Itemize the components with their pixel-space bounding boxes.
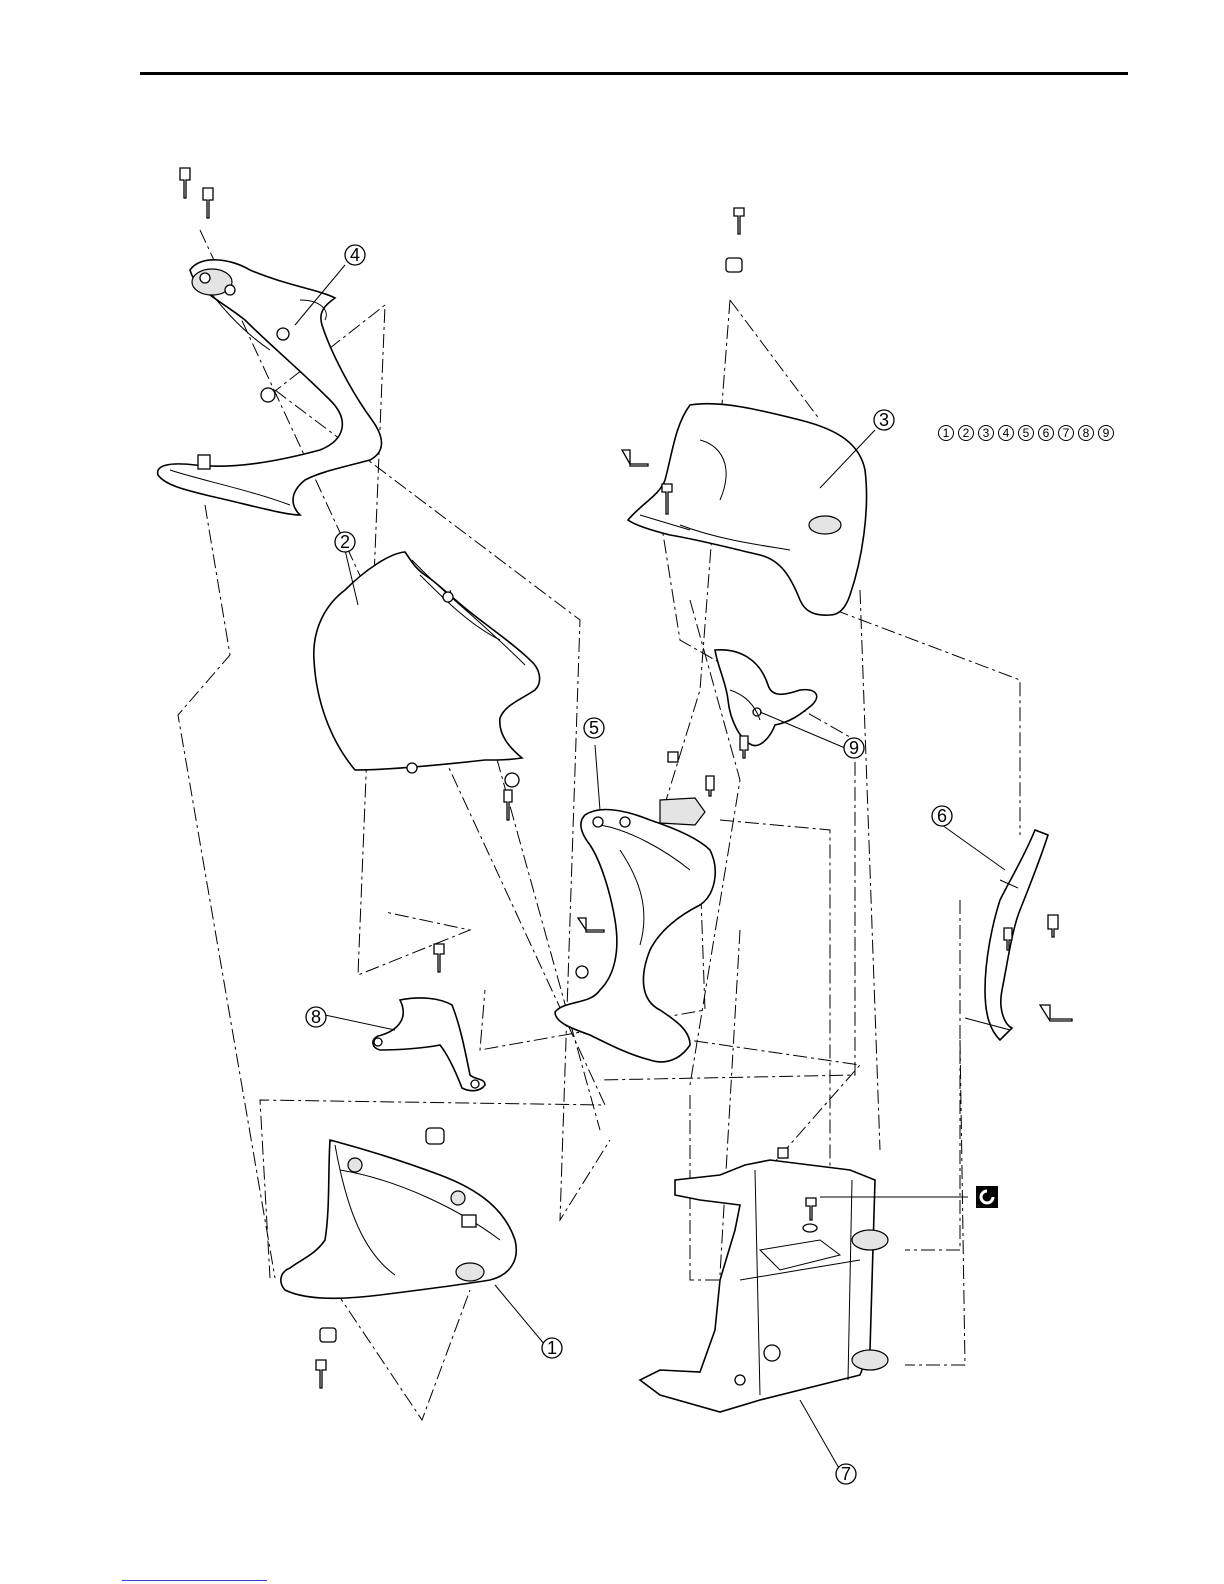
callout-6: 6 (932, 806, 952, 826)
svg-text:4: 4 (350, 245, 360, 265)
legend: 1 2 3 4 5 6 7 8 9 (939, 426, 1114, 441)
svg-text:4: 4 (1003, 426, 1010, 440)
svg-text:1: 1 (547, 1338, 557, 1358)
legend-item-5: 5 (1019, 426, 1034, 441)
callout-8: 8 (306, 1007, 326, 1027)
part-4-upper-cowling (158, 260, 382, 515)
part-5-inner-panel (555, 798, 715, 1062)
thread-lock-icon (976, 1186, 998, 1208)
callout-3: 3 (874, 410, 894, 430)
legend-item-6: 6 (1039, 426, 1054, 441)
callout-2: 2 (335, 532, 355, 552)
legend-item-3: 3 (979, 426, 994, 441)
callout-7: 7 (836, 1464, 856, 1484)
svg-text:6: 6 (937, 806, 947, 826)
svg-text:3: 3 (879, 410, 889, 430)
callout-4: 4 (345, 245, 365, 265)
svg-text:6: 6 (1043, 426, 1050, 440)
svg-text:1: 1 (943, 426, 950, 440)
svg-text:8: 8 (311, 1007, 321, 1027)
svg-text:3: 3 (983, 426, 990, 440)
svg-text:8: 8 (1083, 426, 1090, 440)
part-8-bracket (373, 998, 485, 1091)
svg-text:2: 2 (963, 426, 970, 440)
svg-text:7: 7 (841, 1464, 851, 1484)
part-7-subframe (640, 1160, 888, 1412)
legend-item-9: 9 (1099, 426, 1114, 441)
svg-text:5: 5 (589, 718, 599, 738)
callout-9: 9 (844, 738, 864, 758)
legend-item-1: 1 (939, 426, 954, 441)
legend-item-4: 4 (999, 426, 1014, 441)
svg-text:9: 9 (1103, 426, 1110, 440)
svg-text:7: 7 (1063, 426, 1070, 440)
part-2-windshield (314, 552, 540, 773)
legend-item-8: 8 (1079, 426, 1094, 441)
part-1-lower-cowling (281, 1140, 516, 1298)
legend-item-2: 2 (959, 426, 974, 441)
svg-text:9: 9 (849, 738, 859, 758)
footer-link-underline[interactable] (122, 1580, 267, 1581)
callout-5: 5 (584, 718, 604, 738)
svg-text:5: 5 (1023, 426, 1030, 440)
part-3-side-panel (628, 404, 867, 615)
part-9-bracket (715, 650, 817, 746)
legend-item-7: 7 (1059, 426, 1074, 441)
callout-1: 1 (542, 1338, 562, 1358)
svg-text:2: 2 (340, 532, 350, 552)
